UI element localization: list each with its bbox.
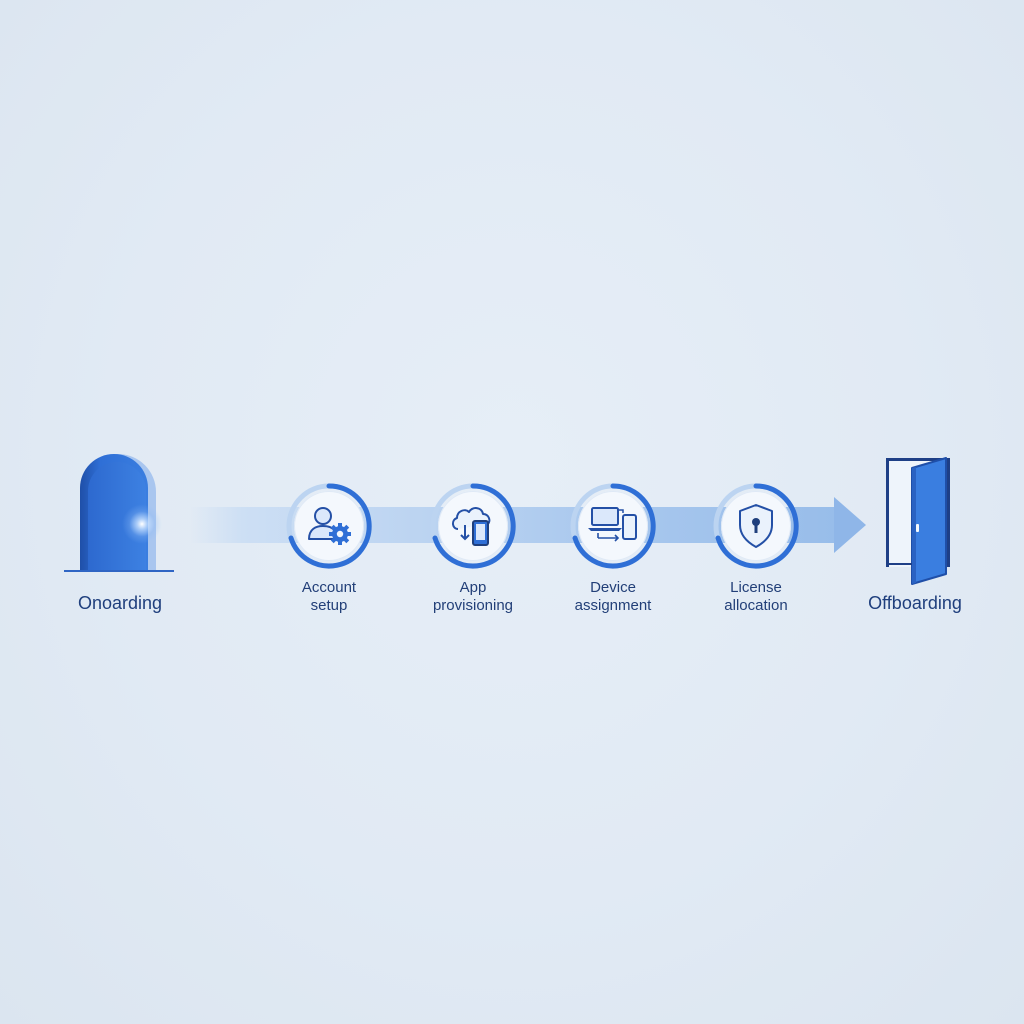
step-label-line2: assignment [574, 597, 652, 614]
shield-keyhole-icon [739, 504, 773, 548]
step-label-line1: Device [590, 579, 636, 596]
step-label: Account setup [259, 579, 399, 615]
step-ring [570, 483, 656, 569]
step-label-line1: License [730, 579, 782, 596]
cloud-download-phone-icon [452, 507, 491, 546]
flow-arrow-head [834, 497, 866, 553]
step-app-provisioning: App provisioning [430, 483, 516, 614]
step-label: App provisioning [403, 579, 543, 615]
end-label: Offboarding [868, 593, 962, 613]
step-ring [430, 483, 516, 569]
step-label-line1: App [459, 579, 487, 596]
step-license-allocation: License allocation [713, 483, 799, 614]
light-glow [122, 504, 162, 544]
step-label: Device assignment [543, 579, 683, 615]
step-ring [713, 483, 799, 569]
step-label-line1: Account [301, 579, 357, 596]
laptop-phone-transfer-icon [588, 507, 637, 542]
step-device-assignment: Device assignment [570, 483, 656, 614]
step-account-setup: Account setup [286, 483, 372, 614]
step-label-line2: provisioning [432, 597, 514, 614]
arched-doorway-icon [64, 454, 174, 574]
step-label: License allocation [686, 579, 826, 615]
floor-line [64, 570, 174, 572]
door-leaf [886, 457, 947, 585]
start-label: Onoarding [77, 593, 163, 613]
step-ring [286, 483, 372, 569]
step-label-line2: setup [310, 597, 348, 614]
step-label-line2: allocation [724, 597, 788, 614]
user-gear-icon [308, 507, 351, 545]
open-door-icon [878, 454, 958, 588]
